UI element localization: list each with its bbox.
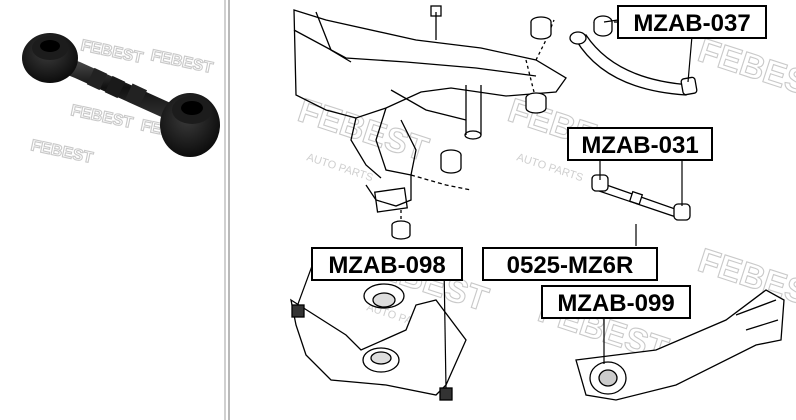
svg-text:FEBEST: FEBEST	[69, 102, 134, 132]
svg-text:MZAB-099: MZAB-099	[557, 290, 674, 317]
right-bushing	[160, 93, 220, 157]
left-bushing	[22, 33, 78, 83]
control-arm-rod	[55, 55, 175, 120]
trailing-arm-mzab-099	[575, 289, 785, 401]
svg-text:MZAB-098: MZAB-098	[328, 252, 445, 279]
svg-text:FEBEST: FEBEST	[29, 137, 94, 167]
subframe-drawing	[293, 5, 567, 230]
product-photo: FEBEST FEBEST FEBEST FEBEST FEBEST	[22, 33, 220, 168]
svg-text:AUTO PARTS: AUTO PARTS	[305, 151, 374, 184]
lateral-link-mzab-031	[591, 174, 691, 221]
svg-text:0525-MZ6R: 0525-MZ6R	[507, 252, 634, 279]
label-mzab-031[interactable]: MZAB-031	[567, 127, 713, 161]
label-mzab-037[interactable]: MZAB-037	[617, 5, 767, 39]
mount-bushings	[391, 16, 552, 240]
product-photo-panel: FEBEST FEBEST FEBEST FEBEST FEBEST	[0, 0, 224, 420]
lower-arm-mzab-098	[290, 283, 467, 401]
svg-text:FEBEST: FEBEST	[79, 37, 144, 67]
label-0525-mz6r[interactable]: 0525-MZ6R	[482, 247, 658, 281]
upper-arm-mzab-037	[569, 15, 698, 96]
svg-text:FEBEST: FEBEST	[149, 47, 214, 77]
svg-text:MZAB-037: MZAB-037	[633, 10, 750, 37]
leader-lines	[297, 19, 693, 389]
svg-text:FEBEST: FEBEST	[694, 31, 796, 109]
parts-diagram: FEBEST AUTO PARTS FEBEST AUTO PARTS FEBE…	[290, 5, 796, 401]
label-mzab-098[interactable]: MZAB-098	[311, 247, 463, 281]
parts-diagram-panel: FEBEST AUTO PARTS FEBEST AUTO PARTS FEBE…	[236, 0, 796, 420]
label-mzab-099[interactable]: MZAB-099	[541, 285, 691, 319]
svg-text:MZAB-031: MZAB-031	[581, 132, 698, 159]
panel-divider	[224, 0, 232, 420]
